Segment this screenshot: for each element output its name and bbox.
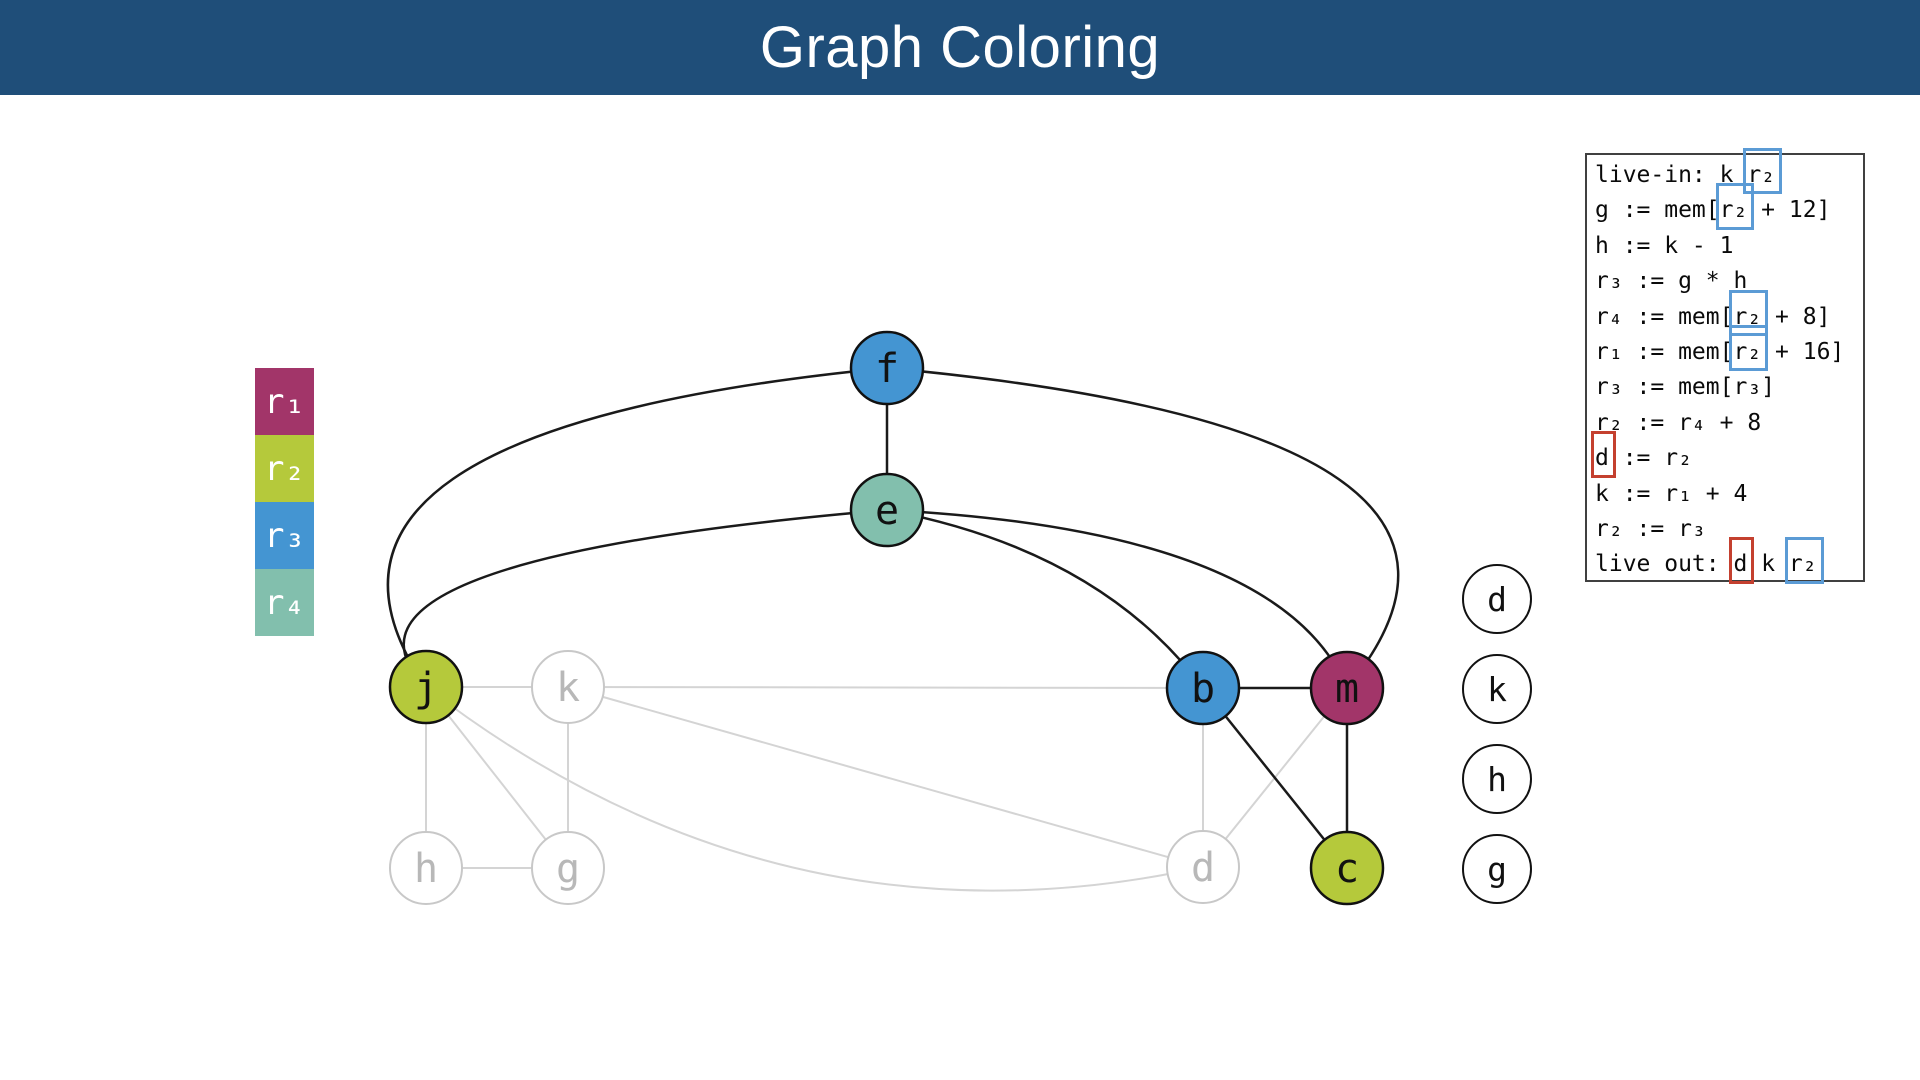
legend-item-r3: r₃ [255,502,314,569]
edge-e-m [886,508,1349,689]
code-token-boxed: r₂ [1729,324,1769,372]
code-token: + 12] [1747,197,1831,224]
edge-b-c [1202,687,1348,869]
graph-node-c: c [1309,830,1385,906]
code-token-boxed: d [1591,431,1616,478]
code-line-3: h := k - 1 [1595,229,1863,264]
graph-node-m: m [1309,650,1385,726]
code-token: r₁ := mem[ [1595,338,1734,365]
graph-node-b: b [1165,650,1241,726]
graph-node-label-d: d [1191,845,1215,891]
graph-node-h: h [389,831,463,905]
code-line-5: r₄ := mem[r₂ + 8] [1595,289,1863,336]
code-token: h := k - 1 [1595,232,1734,259]
code-token: r₂ := r₄ + 8 [1595,409,1762,436]
edge-k-d [567,686,1204,868]
page-title: Graph Coloring [759,15,1161,80]
code-line-8: r₂ := r₄ + 8 [1595,406,1863,441]
code-token: r₄ := mem[ [1595,303,1734,330]
code-token-boxed: d [1729,537,1755,584]
graph-node-label-j: j [414,665,438,711]
edge-f-j [386,366,888,688]
code-line-2: g := mem[r₂ + 12] [1595,183,1863,230]
graph-node-f: f [849,330,925,406]
graph-node-label-f: f [875,346,899,392]
code-token: + 16] [1761,338,1845,365]
code-token-boxed: r₂ [1729,289,1769,336]
code-line-7: r₃ := mem[r₃] [1595,370,1863,405]
graph-node-label-b: b [1191,666,1215,712]
removed-node-h: h [1462,744,1532,814]
edge-f-m [886,366,1400,689]
code-token: r₃ := mem[r₃] [1595,374,1776,401]
graph-node-label-e: e [875,488,899,534]
code-line-10: k := r₁ + 4 [1595,477,1863,512]
edge-j-g [425,686,569,869]
code-token: live-in: k [1595,162,1748,188]
edge-k-b [567,686,1204,689]
code-line-11: r₂ := r₃ [1595,512,1863,547]
edge-e-j [402,508,888,688]
code-token-boxed: r₂ [1743,148,1783,195]
graph-node-g: g [531,831,605,905]
code-token: k [1747,551,1789,578]
edge-j-d [425,686,1204,892]
graph-node-label-c: c [1335,846,1359,892]
code-token: k := r₁ + 4 [1595,480,1748,507]
edge-e-b [886,508,1205,689]
graph-node-label-h: h [414,846,438,892]
code-token: + 8] [1761,303,1831,330]
legend-item-r1: r₁ [255,368,314,435]
graph-node-j: j [388,649,464,725]
code-token-boxed: r₂ [1715,183,1755,230]
code-token: r₂ := r₃ [1595,515,1706,542]
graph-node-k: k [531,650,605,724]
code-token: live out: [1595,551,1734,578]
graph-node-label-g: g [556,846,580,892]
graph-node-d: d [1166,830,1240,904]
code-line-1: live-in: k r₂ [1595,148,1863,195]
code-line-6: r₁ := mem[r₂ + 16] [1595,324,1863,372]
removed-node-d: d [1462,564,1532,634]
code-token: g := mem[ [1595,197,1720,224]
code-token: := r₂ [1608,445,1692,472]
removed-node-g: g [1462,834,1532,904]
graph-node-label-m: m [1335,666,1359,712]
code-line-9: d := r₂ [1591,431,1863,478]
code-token: r₃ := g * h [1595,268,1748,295]
legend-item-r2: r₂ [255,435,314,502]
removed-node-k: k [1462,654,1532,724]
graph-node-e: e [849,472,925,548]
title-banner: Graph Coloring [0,0,1920,95]
code-line-4: r₃ := g * h [1595,264,1863,299]
code-token-boxed: r₂ [1784,537,1824,584]
graph-node-label-k: k [556,665,580,711]
code-line-12: live out: d k r₂ [1595,537,1863,584]
legend-item-r4: r₄ [255,569,314,636]
highlight-box-blue [1743,148,1783,195]
